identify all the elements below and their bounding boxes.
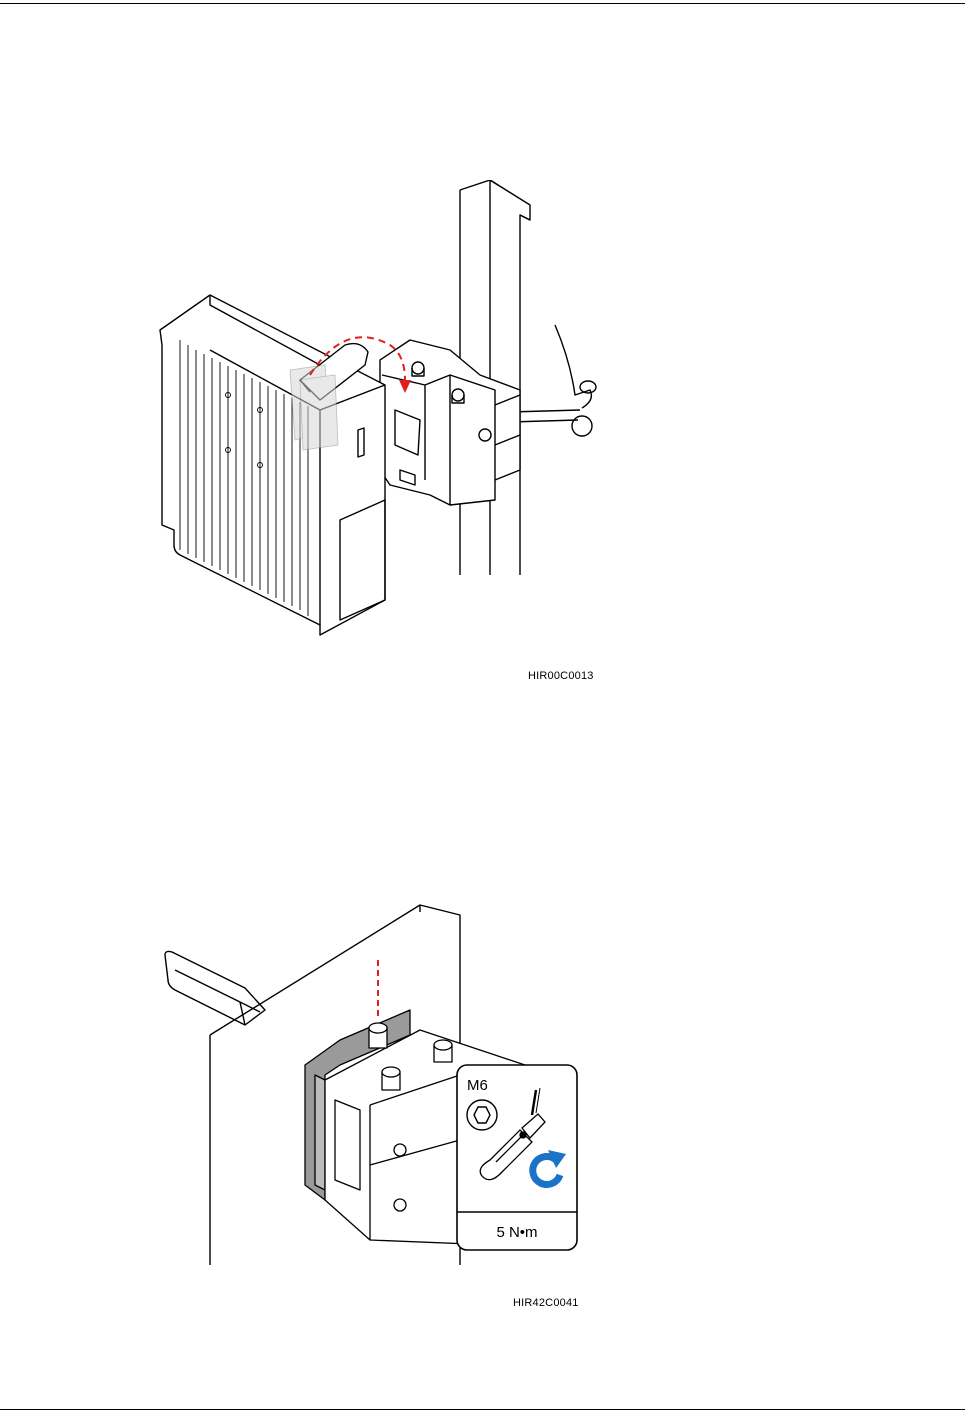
header-rule [0,3,965,4]
figure-id-label: HIR42C0041 [513,1297,579,1309]
figure-screw-tightening: M6 5 N•m [160,900,590,1270]
figure-odu-on-pole [150,180,620,645]
odu-mounting-on-pole-illustration [150,180,620,645]
torque-value: 5 N•m [496,1224,537,1241]
screw-size-label: M6 [467,1077,488,1094]
torque-callout: M6 5 N•m [457,1065,577,1250]
footer-rule [0,1409,965,1410]
figure-id-label: HIR00C0013 [528,670,594,682]
bracket-screw-tightening-illustration: M6 5 N•m [160,900,590,1270]
